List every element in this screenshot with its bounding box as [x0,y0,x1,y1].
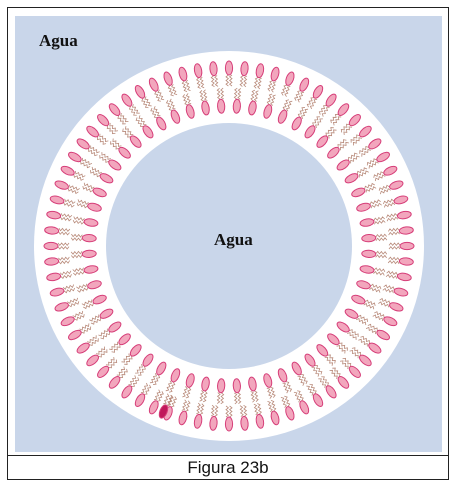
inner-water-label: Agua [214,230,253,250]
figure-cell: Agua Agua [8,8,448,456]
outer-water-label: Agua [39,31,78,51]
caption-cell: Figura 23b [8,456,448,479]
figure-frame: Agua Agua Figura 23b [7,7,449,480]
liposome-figure: Agua Agua [15,16,442,452]
figure-caption: Figura 23b [187,458,268,478]
